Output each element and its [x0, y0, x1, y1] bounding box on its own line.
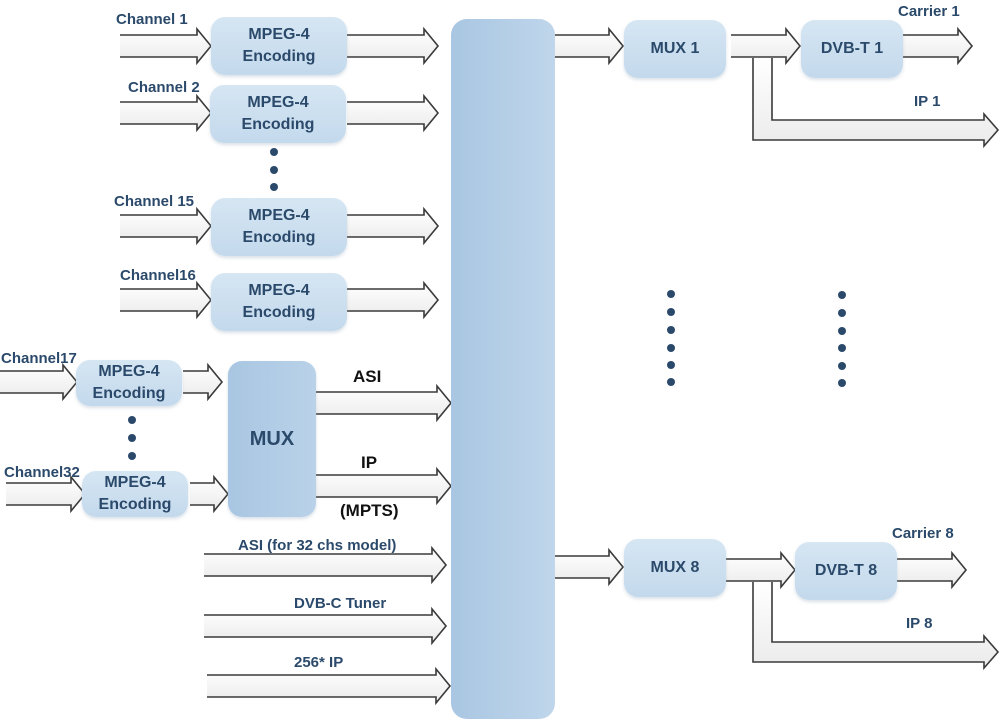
block-label: Encoding — [241, 116, 315, 133]
encoder-output-arrow-fill — [190, 477, 228, 511]
channel-input-arrow-fill — [0, 365, 77, 399]
encoder-output-arrow — [347, 280, 440, 320]
dvbt-8-block: DVB-T 8 — [795, 542, 897, 600]
ip-1-label: IP 1 — [914, 93, 941, 110]
ellipsis-dot — [838, 379, 846, 387]
block-label: MPEG-4 — [248, 26, 310, 44]
encoder-output-arrow-fill — [347, 29, 438, 63]
ellipsis-dot — [838, 344, 846, 352]
dvbt-1-block: DVB-T 1 — [801, 20, 903, 78]
block-label: MPEG-4 — [248, 207, 310, 225]
extra-input-label: DVB-C Tuner — [294, 595, 387, 612]
carrier-8-label: Carrier 8 — [892, 525, 954, 542]
extra-input-label: 256* IP — [294, 654, 344, 671]
encoder-output-arrow — [347, 206, 440, 246]
channel-input-arrow-fill — [120, 29, 211, 63]
carrier-output-arrow — [897, 550, 968, 590]
ellipsis-dot — [128, 434, 136, 442]
block-label: MPEG-4 — [104, 474, 166, 492]
extra-input-arrow — [204, 606, 448, 646]
ellipsis-dot — [838, 327, 846, 335]
ellipsis-dot — [270, 183, 278, 191]
channel-label: Channel 2 — [128, 79, 200, 96]
mpts-note-label: (MPTS) — [340, 501, 399, 520]
extra-input-label: ASI (for 32 chs model) — [238, 537, 397, 554]
encoder-output-arrow-fill — [183, 365, 222, 399]
channel-input-arrow-fill — [120, 209, 211, 243]
ellipsis-dot — [838, 309, 846, 317]
encoder-output-arrow-fill — [347, 209, 438, 243]
channel-input-arrow-fill — [120, 96, 211, 130]
ellipsis-dot — [667, 378, 675, 386]
ellipsis-dot — [838, 291, 846, 299]
mux-8-block: MUX 8 — [624, 539, 726, 597]
block-label: Encoding — [242, 48, 316, 65]
bus-to-mux-arrow-fill — [555, 29, 623, 63]
extra-input-arrow — [207, 666, 452, 706]
asi-output-arrow-fill — [316, 386, 451, 420]
ellipsis-dot — [667, 308, 675, 316]
carrier-1-label: Carrier 1 — [898, 3, 960, 20]
extra-input-arrow-fill — [204, 609, 446, 643]
ip-output-arrow-fill — [316, 469, 451, 503]
channel-label: Channel32 — [4, 464, 80, 481]
encoder-output-arrow — [347, 93, 440, 133]
encoder-output-arrow — [347, 26, 440, 66]
ip-8-label: IP 8 — [906, 615, 933, 632]
block-label: MPEG-4 — [98, 363, 160, 381]
channel-label: Channel 15 — [114, 193, 195, 210]
encoder-output-arrow-fill — [347, 96, 438, 130]
mux-to-dvbt-arrow — [731, 26, 802, 66]
bus-to-mux-arrow — [555, 26, 625, 66]
ip-output-label: IP — [361, 453, 378, 472]
ip-output-branch-arrow-fill — [753, 582, 998, 668]
extra-input-arrow-fill — [204, 548, 446, 582]
channel-input-arrow-fill — [120, 283, 211, 317]
ellipsis-dot — [667, 326, 675, 334]
carrier-output-arrow-fill — [903, 29, 972, 63]
encoder-output-arrow — [183, 362, 224, 402]
block-label: Encoding — [92, 385, 166, 402]
bus-to-mux-arrow-fill — [555, 550, 623, 584]
extra-input-arrow-fill — [207, 669, 450, 703]
mux-to-dvbt-arrow-fill — [724, 553, 795, 587]
mux-to-dvbt-arrow-fill — [731, 29, 800, 63]
bus-to-mux-arrow — [555, 547, 625, 587]
ip-output-branch-arrow — [752, 582, 1000, 671]
block-label: MPEG-4 — [248, 282, 310, 300]
ellipsis-dot — [667, 344, 675, 352]
ellipsis-dot — [128, 416, 136, 424]
ellipsis-dot — [667, 290, 675, 298]
carrier-output-arrow — [903, 26, 974, 66]
mux-1-block: MUX 1 — [624, 20, 726, 78]
ip-output-branch-arrow — [752, 58, 1000, 149]
channel-label: Channel 1 — [116, 11, 188, 28]
ellipsis-dot — [667, 361, 675, 369]
ip-output-branch-arrow-fill — [753, 58, 998, 146]
channel-label: Channel17 — [1, 350, 77, 367]
encoder-output-arrow-fill — [347, 283, 438, 317]
central-switch-bus — [451, 19, 555, 719]
ellipsis-dot — [270, 166, 278, 174]
channel-input-arrow-fill — [6, 477, 85, 511]
asi-output-label: ASI — [353, 367, 382, 386]
block-label: Encoding — [242, 229, 316, 246]
channel-label: Channel16 — [120, 267, 196, 284]
block-label: MPEG-4 — [247, 94, 309, 112]
ellipsis-dot — [270, 148, 278, 156]
ellipsis-dot — [128, 452, 136, 460]
mux-block: MUX — [228, 361, 316, 517]
carrier-output-arrow-fill — [897, 553, 966, 587]
block-label: Encoding — [98, 496, 172, 513]
ellipsis-dot — [838, 362, 846, 370]
extra-input-arrow — [204, 545, 448, 585]
block-label: Encoding — [242, 304, 316, 321]
